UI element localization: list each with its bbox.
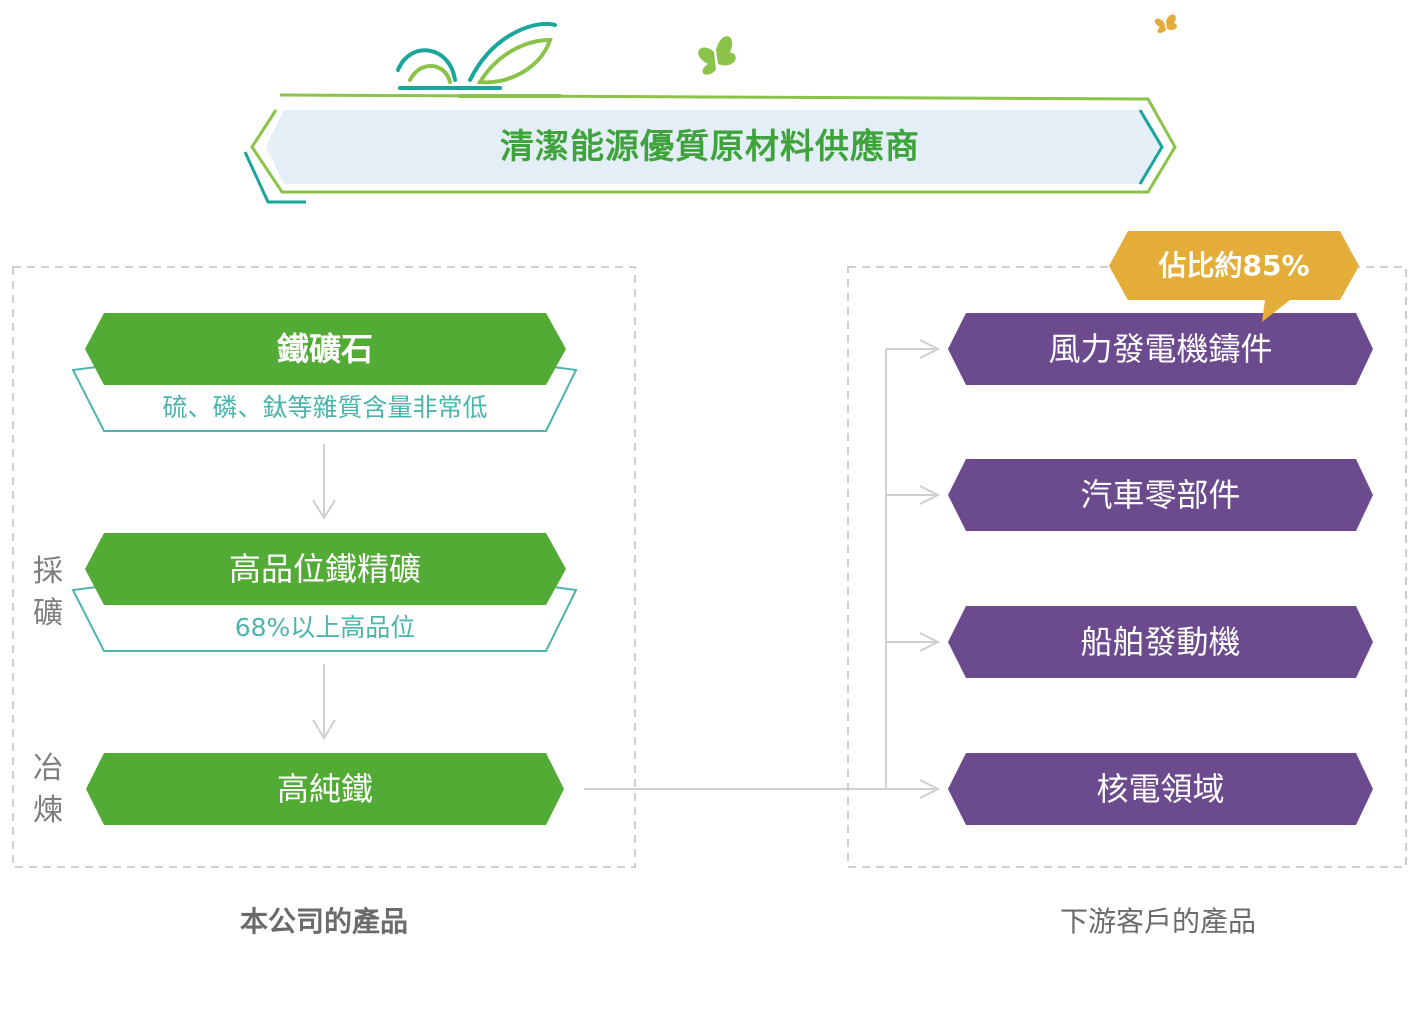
step-3-label: 高純鐵: [276, 770, 373, 808]
side-label-char: 採: [33, 554, 63, 589]
arrow-down-icon: [312, 444, 336, 520]
product-label-2: 汽車零部件: [1080, 476, 1241, 514]
right-section-frame: [847, 266, 1407, 868]
arrow-down-icon: [312, 664, 336, 740]
product-box-2: [948, 459, 1373, 531]
title-banner: [243, 93, 1177, 204]
side-label-char: 冶: [33, 751, 63, 786]
product-box-4: [948, 753, 1373, 825]
left-caption: 本公司的產品: [239, 905, 408, 938]
side-label-char: 煉: [33, 793, 63, 828]
step-2-box: [85, 533, 566, 605]
share-badge: [1109, 231, 1359, 322]
product-label-1: 風力發電機鑄件: [1048, 330, 1273, 368]
butterfly-icon: [698, 36, 736, 75]
connector-lines: [584, 339, 941, 799]
step-1-label: 鐵礦石: [276, 330, 373, 368]
left-section-frame: [12, 266, 636, 868]
step-2-label: 高品位鐵精礦: [228, 550, 421, 588]
page-title: 清潔能源優質原材料供應商: [500, 127, 920, 167]
side-label-mining: 採 礦: [30, 551, 66, 635]
leaf-icon: [396, 21, 562, 98]
product-box-3: [948, 606, 1373, 678]
product-label-4: 核電領域: [1096, 770, 1225, 808]
side-label-char: 礦: [33, 596, 63, 631]
step-1-box: [85, 313, 566, 385]
small-butterfly-icon: [1154, 14, 1177, 34]
product-box-1: [948, 313, 1373, 385]
side-label-smelting: 冶 煉: [30, 748, 66, 832]
product-label-3: 船舶發動機: [1080, 623, 1241, 661]
right-caption: 下游客戶的產品: [1059, 905, 1256, 938]
share-badge-label: 佔比約85%: [1158, 249, 1310, 282]
step-3-box: [86, 753, 564, 825]
step-1-sub: 硫、磷、鈦等雜質含量非常低: [162, 393, 488, 422]
step-2-sub: 68%以上高品位: [234, 613, 416, 642]
